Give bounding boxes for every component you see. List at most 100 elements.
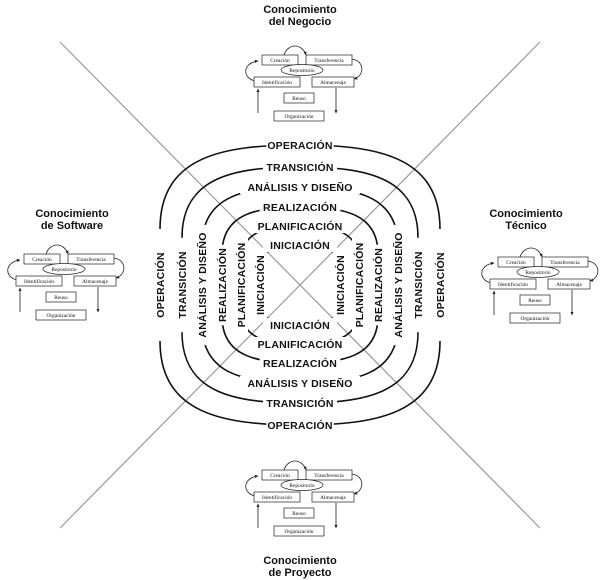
repository-ellipse xyxy=(42,263,86,275)
arrow-identification-creation xyxy=(245,59,259,82)
label-mask xyxy=(266,418,334,432)
repository-ellipse xyxy=(516,266,560,278)
phase-label-group: REALIZACIÓN xyxy=(215,244,229,326)
identification-box xyxy=(15,275,63,287)
phase-label-right-operaci-n: OPERACIÓN xyxy=(434,252,447,317)
reuse-box xyxy=(45,291,77,303)
arrow-transfer-storage xyxy=(585,260,599,282)
organization-label: Organización xyxy=(285,114,314,120)
creation-box xyxy=(497,256,535,268)
phase-label-top-planificaci-n: PLANIFICACIÓN xyxy=(258,220,343,233)
identification-box xyxy=(489,278,537,290)
storage-label: Almacenaje xyxy=(82,279,108,285)
label-mask xyxy=(239,376,361,390)
identification-label: Identificación xyxy=(498,281,528,288)
reuse-label: Reuso xyxy=(292,96,306,102)
transfer-box xyxy=(305,54,353,66)
label-mask xyxy=(352,238,366,332)
arrow-creation-transfer xyxy=(519,247,543,258)
phase-label-left-transici-n: TRANSICIÓN xyxy=(176,251,189,318)
label-mask xyxy=(263,238,337,252)
phase-label-right-realizaci-n: REALIZACIÓN xyxy=(372,248,385,322)
reuse-label: Reuso xyxy=(528,298,542,304)
ring-arc-bottom-an-lisis-y-dise-o xyxy=(201,324,399,384)
organization-box xyxy=(35,309,87,321)
phase-label-group: PLANIFICACIÓN xyxy=(234,238,248,332)
ring-arc-top-an-lisis-y-dise-o xyxy=(201,186,399,246)
phase-label-group: REALIZACIÓN xyxy=(259,356,341,370)
phase-label-left-iniciaci-n: INICIACIÓN xyxy=(254,255,267,315)
title-business-knowledge: Conocimiento del Negocio xyxy=(263,4,337,28)
creation-label: Creación xyxy=(270,473,290,479)
reuse-box xyxy=(283,507,315,519)
organization-box xyxy=(273,525,325,537)
phase-label-group: TRANSICIÓN xyxy=(175,248,189,322)
phase-label-bottom-iniciaci-n: INICIACIÓN xyxy=(270,319,330,332)
label-mask xyxy=(266,138,334,152)
arrow-creation-transfer xyxy=(45,244,69,255)
organization-box xyxy=(273,110,325,122)
phase-label-right-transici-n: TRANSICIÓN xyxy=(412,251,425,318)
phase-label-top-operaci-n: OPERACIÓN xyxy=(267,139,332,152)
phase-label-top-realizaci-n: REALIZACIÓN xyxy=(263,201,337,214)
phase-label-group: OPERACIÓN xyxy=(153,251,167,319)
phase-label-group: PLANIFICACIÓN xyxy=(352,238,366,332)
identification-box xyxy=(253,76,301,88)
phase-label-group: ANÁLISIS Y DISEÑO xyxy=(195,224,209,346)
label-mask xyxy=(153,251,167,319)
storage-label: Almacenaje xyxy=(320,80,346,86)
reuse-box xyxy=(283,92,315,104)
phase-label-group: OPERACIÓN xyxy=(433,251,447,319)
creation-box xyxy=(261,54,299,66)
storage-box xyxy=(547,278,591,290)
phase-label-left-planificaci-n: PLANIFICACIÓN xyxy=(235,243,248,328)
transfer-label: Transferencia xyxy=(314,57,344,64)
phase-label-group: TRANSICIÓN xyxy=(263,160,337,174)
arrow-creation-transfer xyxy=(283,460,307,471)
phase-label-group: PLANIFICACIÓN xyxy=(253,219,347,233)
label-mask xyxy=(263,160,337,174)
phase-label-bottom-planificaci-n: PLANIFICACIÓN xyxy=(258,338,343,351)
phase-label-top-iniciaci-n: INICIACIÓN xyxy=(270,239,330,252)
phase-label-left-an-lisis-y-dise-o: ANÁLISIS Y DISEÑO xyxy=(196,232,209,337)
label-mask xyxy=(259,356,341,370)
phase-label-group: PLANIFICACIÓN xyxy=(253,337,347,351)
phase-label-group: TRANSICIÓN xyxy=(411,248,425,322)
identification-label: Identificación xyxy=(262,494,292,501)
phase-label-group: INICIACIÓN xyxy=(263,238,337,252)
arrow-identification-creation xyxy=(481,261,495,284)
label-mask xyxy=(371,244,385,326)
creation-label: Creación xyxy=(506,260,526,266)
phase-label-bottom-an-lisis-y-dise-o: ANÁLISIS Y DISEÑO xyxy=(247,377,352,390)
phase-label-group: REALIZACIÓN xyxy=(371,244,385,326)
title-project-knowledge: Conocimiento de Proyecto xyxy=(263,555,337,579)
label-mask xyxy=(263,396,337,410)
label-mask xyxy=(433,251,447,319)
storage-box xyxy=(73,275,117,287)
storage-label: Almacenaje xyxy=(556,282,582,288)
label-mask xyxy=(234,238,248,332)
creation-label: Creación xyxy=(270,58,290,64)
transfer-box xyxy=(67,253,115,265)
title-software-knowledge: Conocimiento de Software xyxy=(35,208,109,232)
transfer-label: Transferencia xyxy=(76,256,106,263)
phase-label-right-an-lisis-y-dise-o: ANÁLISIS Y DISEÑO xyxy=(392,232,405,337)
phase-label-group: INICIACIÓN xyxy=(333,248,347,322)
transfer-box xyxy=(541,256,589,268)
phase-label-group: INICIACIÓN xyxy=(263,318,337,332)
label-mask xyxy=(391,224,405,346)
label-mask xyxy=(253,248,267,322)
label-mask xyxy=(263,318,337,332)
repository-ellipse xyxy=(280,64,324,76)
repository-label: Repositorio xyxy=(289,483,314,489)
organization-label: Organización xyxy=(285,529,314,535)
repository-ellipse xyxy=(280,479,324,491)
organization-label: Organización xyxy=(521,316,550,322)
phase-label-bottom-operaci-n: OPERACIÓN xyxy=(267,419,332,432)
organization-label: Organización xyxy=(47,313,76,319)
